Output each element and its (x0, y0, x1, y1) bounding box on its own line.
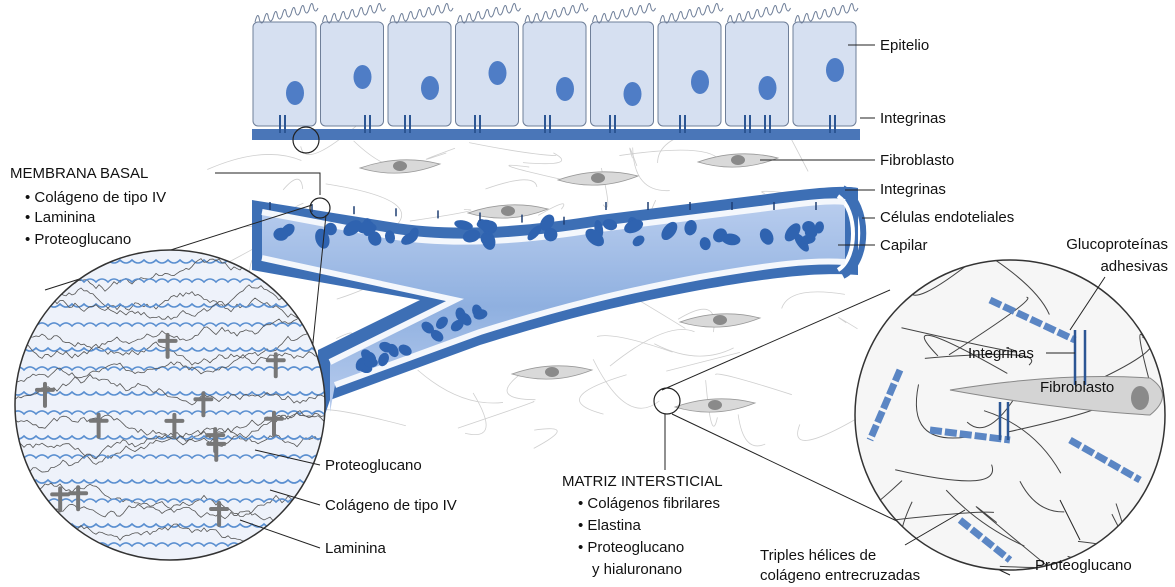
label-capilar: Capilar (880, 237, 928, 254)
epithelial-cell (523, 22, 586, 126)
epithelial-cell (321, 22, 384, 126)
microvilli (795, 3, 858, 23)
leader-membrana-basal (215, 173, 320, 195)
cell-nucleus (286, 81, 304, 105)
cell-nucleus (556, 77, 574, 101)
membrana-basal-item-1: • Colágeno de tipo IV (25, 189, 166, 206)
fiber-strand (579, 375, 626, 414)
fibroblast-nucleus (713, 315, 727, 325)
label-integrinas-top: Integrinas (880, 110, 946, 127)
fiber-strand (418, 370, 503, 403)
fibroblast-nucleus (393, 161, 407, 171)
cell-nucleus (421, 76, 439, 100)
fiber-strand (838, 317, 857, 328)
fiber-strand (782, 292, 845, 309)
microvilli (525, 3, 588, 23)
fiber-strand (534, 429, 558, 449)
epithelial-cell (456, 22, 519, 126)
fiber-strand (283, 179, 303, 190)
fiber-strand (469, 143, 556, 156)
epithelium-layer (253, 3, 858, 126)
microvilli (728, 3, 791, 23)
microvilli (390, 3, 453, 23)
epithelial-basement-membrane (252, 129, 860, 140)
collagen-fibril (1154, 471, 1175, 522)
fiber-strand (507, 375, 535, 400)
microvilli (593, 3, 656, 23)
fibroblast-nucleus (591, 173, 605, 183)
cell-nucleus (489, 61, 507, 85)
membrana-basal-item-3: • Proteoglucano (25, 231, 131, 248)
fiber-strand (738, 414, 765, 446)
label-adhesivas: adhesivas (1100, 258, 1168, 275)
fibroblast-nucleus (501, 206, 515, 216)
microvilli (255, 3, 318, 23)
cell-nucleus (624, 82, 642, 106)
epithelial-cell (253, 22, 316, 126)
matriz-intersticial-item-2: • Elastina (578, 517, 641, 534)
locator-circle-interstitium (654, 388, 680, 414)
fiber-strand (509, 165, 566, 180)
microvilli (458, 3, 521, 23)
fibroblast-nucleus (731, 155, 745, 165)
epithelial-cell (658, 22, 721, 126)
label-colageno-left: Colágeno de tipo IV (325, 497, 457, 514)
microvilli (323, 3, 386, 23)
fiber-strand (426, 148, 455, 159)
label-proteoglucano-inset: Proteoglucano (1035, 557, 1132, 574)
epithelial-cell (793, 22, 856, 126)
fiber-strand (597, 336, 673, 353)
label-laminina-left: Laminina (325, 540, 387, 557)
cell-nucleus (759, 76, 777, 100)
label-integrinas-cap: Integrinas (880, 181, 946, 198)
inset-fibroblast-nucleus (1131, 386, 1149, 410)
cell-nucleus (354, 65, 372, 89)
capillary (252, 187, 863, 435)
label-triples-line2: colágeno entrecruzadas (760, 567, 920, 584)
fiber-strand (410, 209, 471, 221)
fiber-strand (485, 180, 536, 189)
cell-nucleus (691, 70, 709, 94)
fibroblast-nucleus (545, 367, 559, 377)
fiber-strand (633, 148, 670, 191)
fiber-strand (666, 352, 740, 371)
label-glucoproteinas: Glucoproteínas (1066, 236, 1168, 253)
cell-nucleus (826, 58, 844, 82)
zoom-line-right-top (662, 290, 890, 390)
microvilli (660, 3, 723, 23)
label-proteoglucano-left: Proteoglucano (325, 457, 422, 474)
matriz-intersticial-item-1: • Colágenos fibrilares (578, 495, 720, 512)
label-integrinas-inset: Integrinas (968, 345, 1034, 362)
epithelial-cell (591, 22, 654, 126)
interstitial-matrix-inset (778, 245, 1175, 575)
fiber-strand (458, 401, 534, 428)
matriz-intersticial-item-3: • Proteoglucano (578, 539, 684, 556)
label-epitelio: Epitelio (880, 37, 929, 54)
epithelial-cell (388, 22, 451, 126)
fiber-strand (593, 359, 659, 408)
label-fibroblasto: Fibroblasto (880, 152, 954, 169)
fiber-strand (798, 416, 861, 440)
label-fibroblasto-inset: Fibroblasto (1040, 379, 1114, 396)
fiber-strand (610, 330, 695, 367)
matriz-intersticial-item-4: y hialuronano (592, 561, 682, 578)
fiber-strand (325, 410, 406, 426)
fiber-strand (715, 374, 791, 395)
label-celulas-endoteliales: Células endoteliales (880, 209, 1014, 226)
basement-membrane-inset (0, 250, 348, 582)
fiber-strand (207, 154, 301, 169)
label-triples-line1: Triples hélices de (760, 547, 876, 564)
membrana-basal-title: MEMBRANA BASAL (10, 165, 148, 182)
membrana-basal-item-2: • Laminina (25, 209, 96, 226)
matriz-intersticial-title: MATRIZ INTERSTICIAL (562, 473, 723, 490)
epithelial-cell (726, 22, 789, 126)
fibroblast-nucleus (708, 400, 722, 410)
